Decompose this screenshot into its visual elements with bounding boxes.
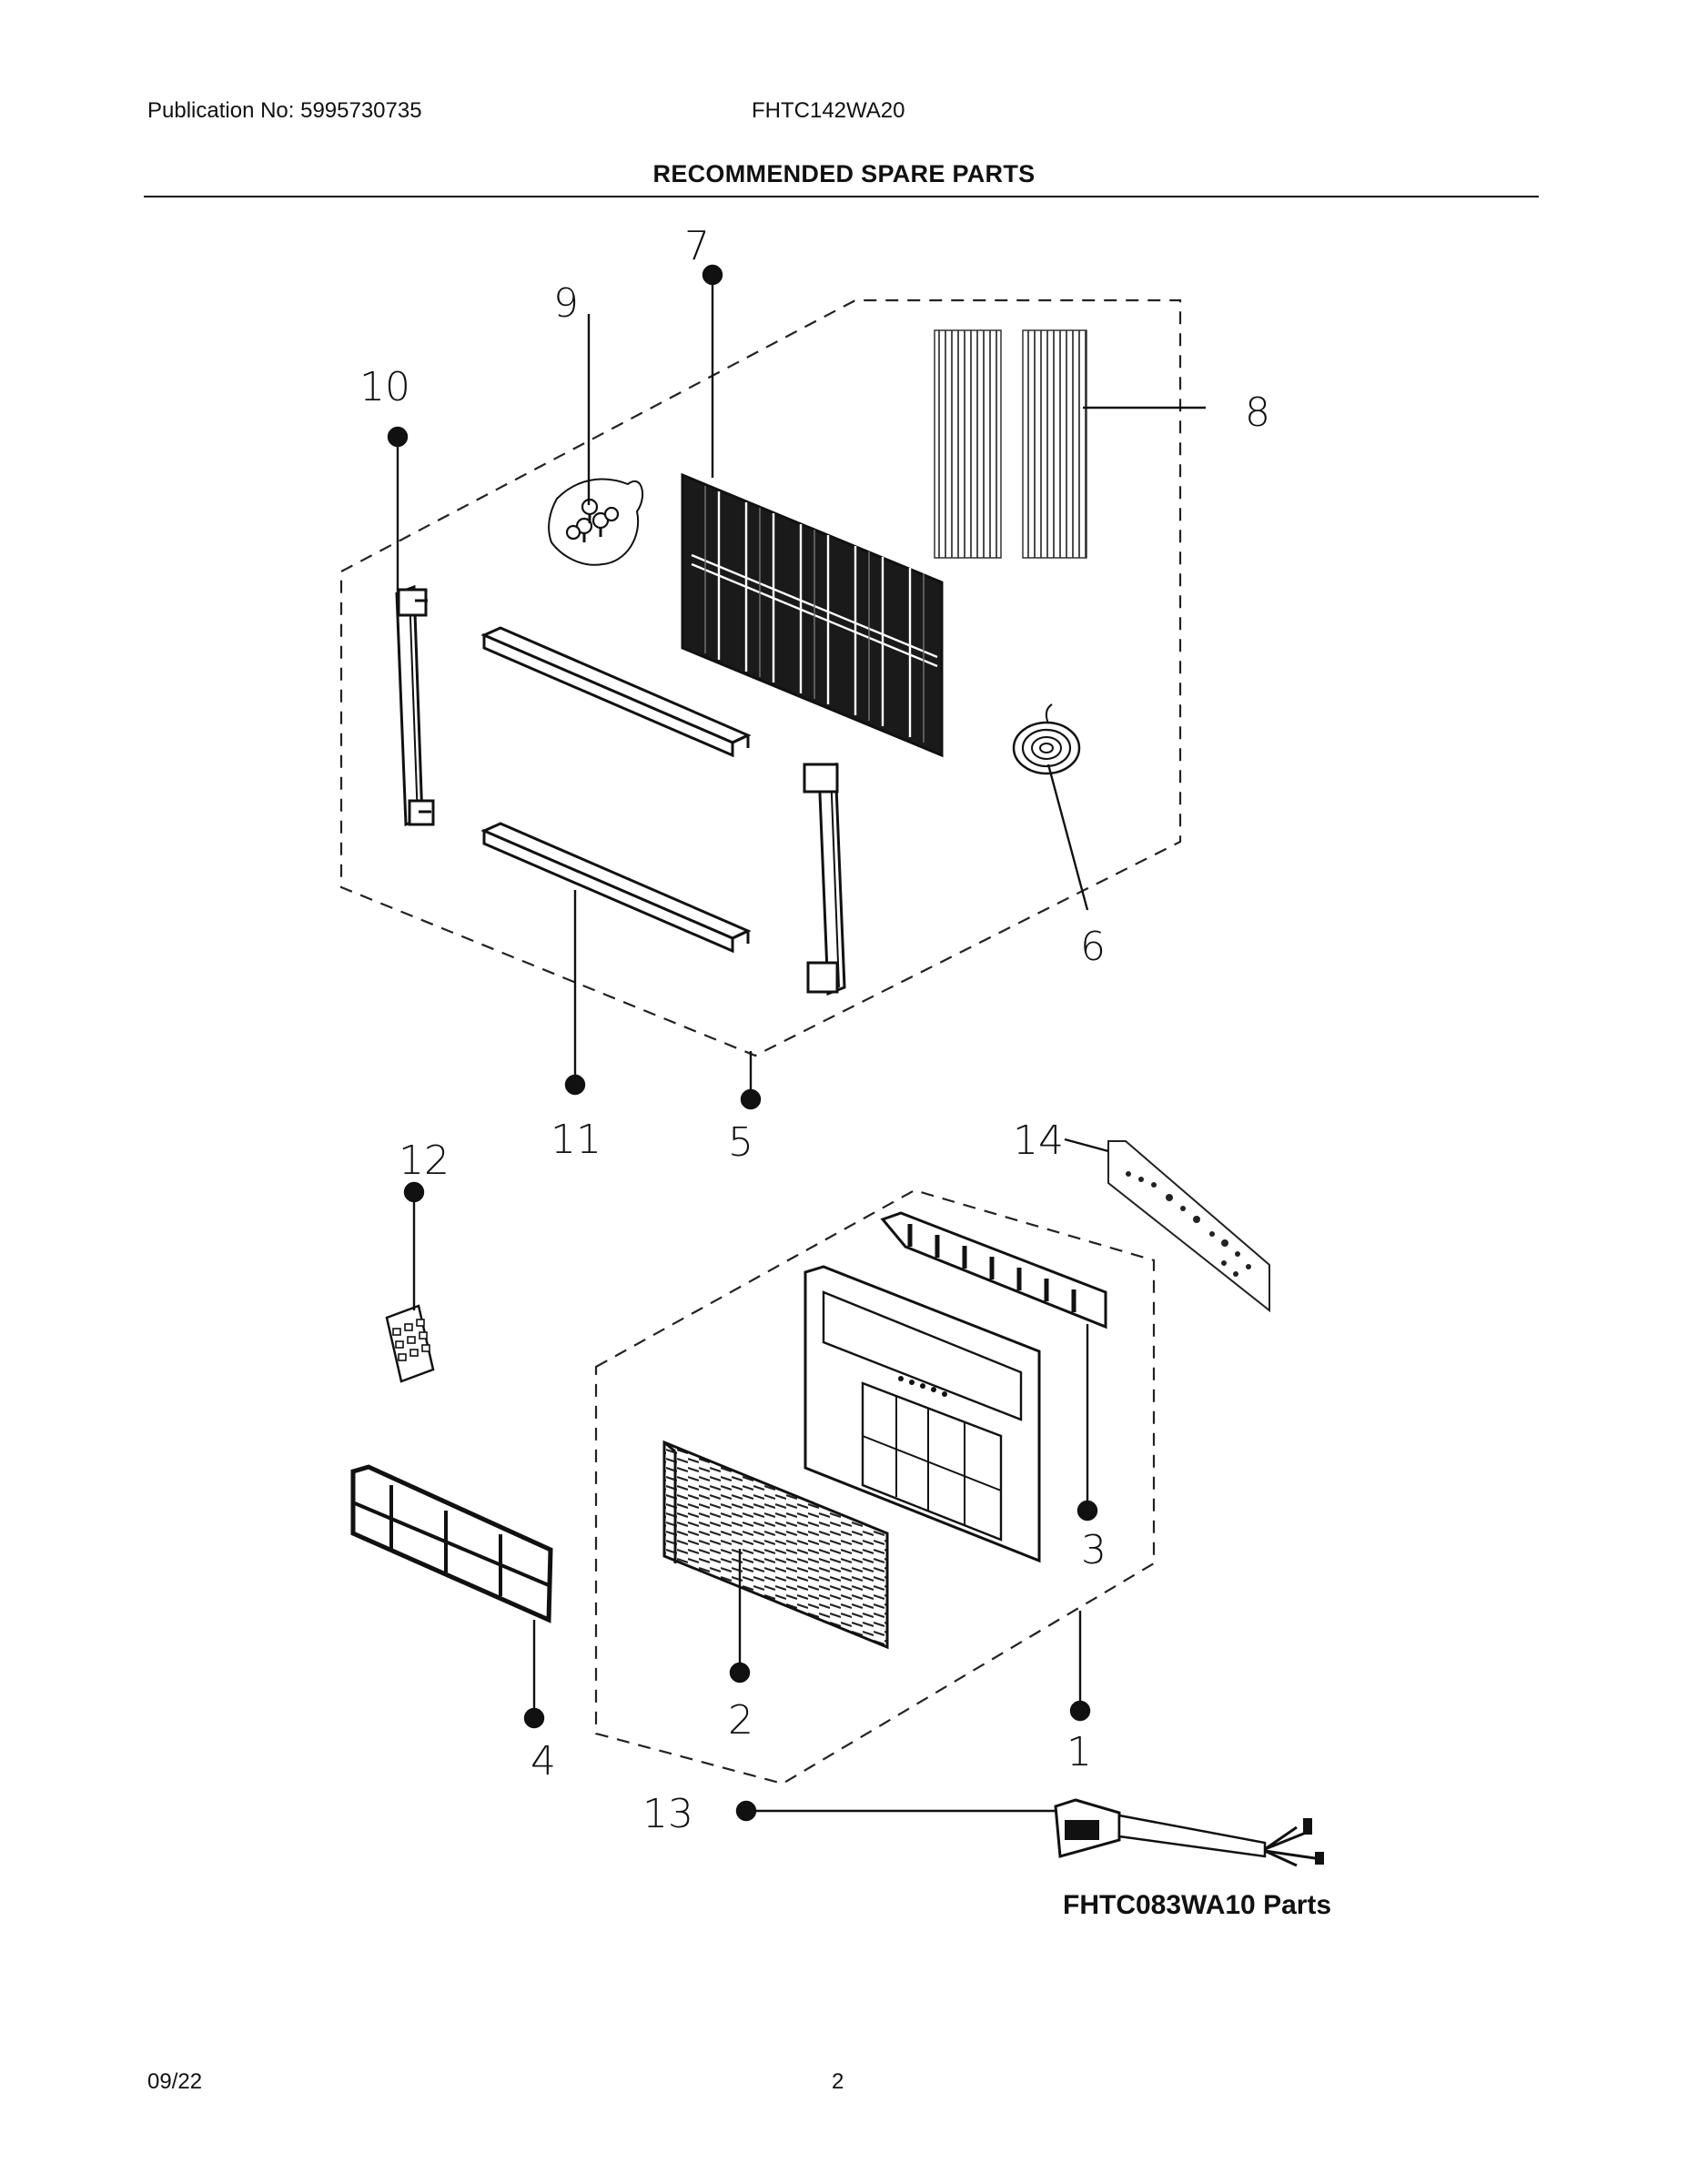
callout-dot-2 [729,1662,751,1684]
callout-1: 1 [1066,1729,1092,1775]
callout-3: 3 [1081,1527,1107,1573]
upper-kit-outline [339,298,1182,1057]
callout-dot-7 [702,264,723,286]
rear-grille [681,472,944,758]
side-curtain-left [395,584,435,827]
callout-13: 13 [642,1791,693,1837]
callout-11: 11 [551,1117,601,1163]
callout-2: 2 [728,1697,753,1744]
curtain-rail-upper [480,626,752,758]
callout-dot-5 [740,1088,762,1110]
publication-number: Publication No: 5995730735 [147,98,422,123]
callout-6: 6 [1080,924,1106,970]
leader-lines [387,264,1206,1822]
callout-5: 5 [728,1119,753,1166]
callout-dot-3 [1076,1500,1098,1522]
diagram-caption: FHTC083WA10 Parts [1063,1890,1332,1920]
side-curtain-right [803,762,846,996]
lower-kit-outline [594,1188,1156,1785]
page-number: 2 [832,2069,844,2094]
callout-dot-1 [1069,1700,1091,1722]
front-grille [662,1440,889,1650]
callout-12: 12 [399,1138,450,1184]
footer-date: 09/22 [147,2069,203,2094]
control-panel-label [1107,1140,1270,1313]
callout-4: 4 [531,1738,556,1785]
callout-9: 9 [553,280,579,327]
header-rule [144,196,1539,197]
callout-8: 8 [1245,389,1270,436]
callout-dot-11 [564,1074,586,1096]
callout-14: 14 [1013,1117,1064,1164]
louver-bar [880,1211,1107,1330]
callout-dot-12 [403,1181,425,1203]
power-cord [1054,1798,1324,1867]
model-number: FHTC142WA20 [752,98,905,123]
curtain-rail-lower [480,822,752,954]
foam-seal-strips [934,329,1087,559]
front-frame [804,1265,1041,1563]
foam-tape-roll [1012,703,1081,775]
callout-dot-4 [523,1707,545,1729]
page-title: RECOMMENDED SPARE PARTS [652,160,1036,187]
callout-10: 10 [359,364,410,410]
remote-control [385,1304,435,1383]
air-filter [350,1464,553,1623]
screw-bag [548,478,644,566]
callout-dot-13 [735,1800,757,1822]
callout-7: 7 [684,223,710,269]
callout-dot-10 [387,426,409,448]
